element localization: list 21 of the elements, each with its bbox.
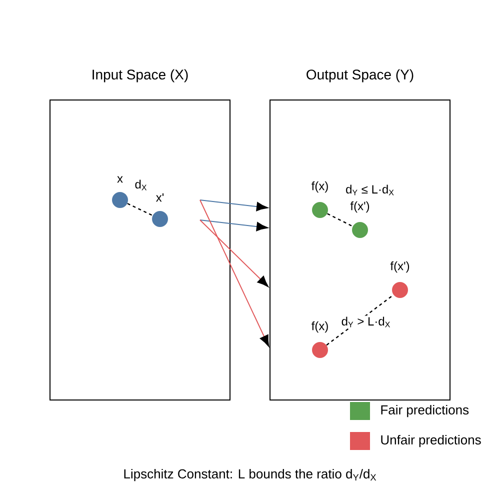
point-label: x' [156,193,164,202]
point-label: f(x') [390,261,410,273]
caption: Lipschitz Constant: L bounds the ratio d$_{Y}$/d$_{X}$ [124,468,376,482]
point-label: x [117,176,123,183]
edge-label: d$_{X}$ [134,178,148,192]
arrow [200,200,268,212]
legend-label: Fair predictions [381,404,469,418]
arrow [200,220,269,288]
point-label: f(x') [350,201,370,213]
edge-label: d$_{Y}$ ≤ L·d$_{X}$ [344,184,396,196]
point-label: f(x) [312,181,328,193]
panel-title: Input Space (X) [92,69,188,82]
dashed-line [327,213,353,227]
point-label: f(x) [312,321,328,333]
dashed-line [326,294,394,346]
panel-title: Output Space (Y) [306,69,414,82]
dashed-line [127,202,153,216]
arrow [200,200,270,347]
edge-label: d$_{Y}$ > L·d$_{X}$ [340,316,392,328]
legend-label: Unfair predictions [381,434,481,448]
arrow [200,220,268,232]
